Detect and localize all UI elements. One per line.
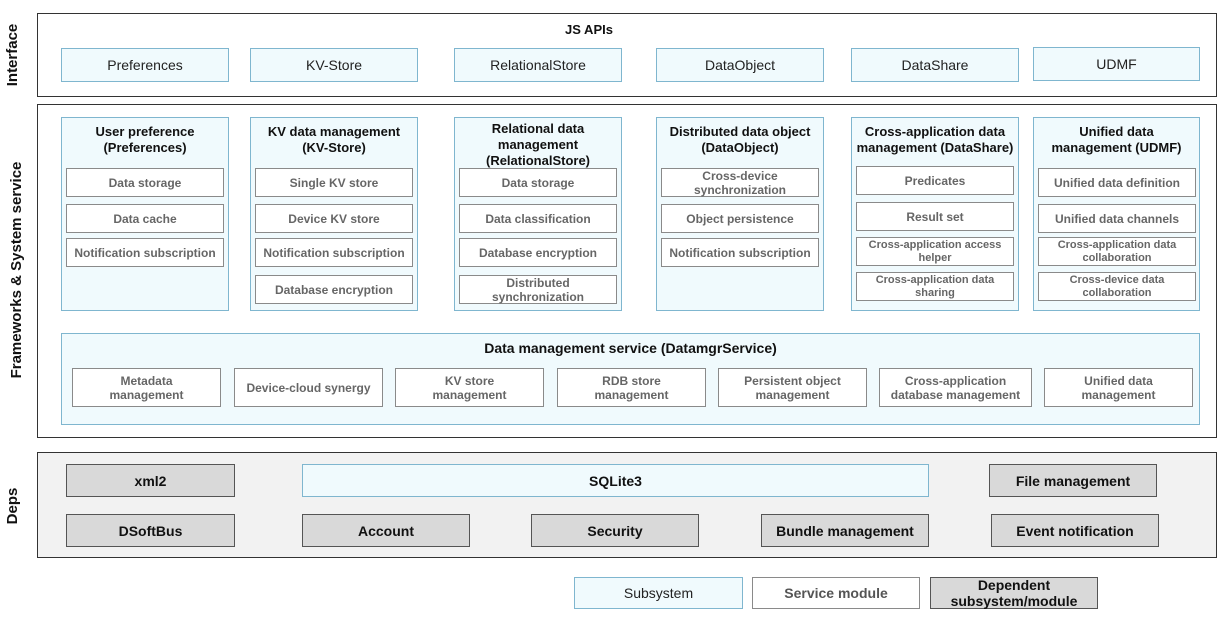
module-notification-subscription: Notification subscription bbox=[661, 238, 819, 267]
service-module-device-cloud-synergy: Device-cloud synergy bbox=[234, 368, 383, 407]
service-title: Data management service (DatamgrService) bbox=[484, 340, 777, 356]
subsystem-title: User preference (Preferences) bbox=[95, 124, 195, 155]
module-cross-application-access-helper: Cross-application access helper bbox=[856, 237, 1014, 266]
module-data-storage: Data storage bbox=[66, 168, 224, 197]
js-apis-title: JS APIs bbox=[565, 22, 613, 37]
legend-dependent-subsystem: Dependent subsystem/module bbox=[930, 577, 1098, 609]
subsystem-title: Relational data management (RelationalSt… bbox=[485, 121, 590, 168]
service-module-unified-data-management: Unified data management bbox=[1044, 368, 1193, 407]
layer-label-deps: Deps bbox=[3, 487, 21, 525]
module-unified-data-definition: Unified data definition bbox=[1038, 168, 1196, 197]
module-result-set: Result set bbox=[856, 202, 1014, 231]
module-cross-application-data-sharing: Cross-application data sharing bbox=[856, 272, 1014, 301]
api-kv-store: KV-Store bbox=[250, 48, 418, 82]
service-module-kv-store-management: KV store management bbox=[395, 368, 544, 407]
layer-label-interface: Interface bbox=[3, 23, 21, 87]
subsystem-title: Distributed data object (DataObject) bbox=[669, 124, 811, 155]
module-single-kv-store: Single KV store bbox=[255, 168, 413, 197]
module-database-encryption: Database encryption bbox=[255, 275, 413, 304]
dep-sqlite3: SQLite3 bbox=[302, 464, 929, 497]
module-predicates: Predicates bbox=[856, 166, 1014, 195]
layer-label-frameworks: Frameworks & System service bbox=[7, 161, 25, 379]
module-cross-device-synchronization: Cross-device synchronization bbox=[661, 168, 819, 197]
legend-service-module: Service module bbox=[752, 577, 920, 609]
module-notification-subscription: Notification subscription bbox=[255, 238, 413, 267]
dep-file-management: File management bbox=[989, 464, 1157, 497]
api-udmf: UDMF bbox=[1033, 47, 1200, 81]
module-data-cache: Data cache bbox=[66, 204, 224, 233]
service-module-rdb-store-management: RDB store management bbox=[557, 368, 706, 407]
dep-bundle-management: Bundle management bbox=[761, 514, 929, 547]
dep-account: Account bbox=[302, 514, 470, 547]
subsystem-title: KV data management (KV-Store) bbox=[267, 124, 401, 155]
module-cross-device-data-collaboration: Cross-device data collaboration bbox=[1038, 272, 1196, 301]
module-database-encryption: Database encryption bbox=[459, 238, 617, 267]
module-distributed-synchronization: Distributed synchronization bbox=[459, 275, 617, 304]
interface-layer bbox=[37, 13, 1217, 97]
api-relationalstore: RelationalStore bbox=[454, 48, 622, 82]
module-notification-subscription: Notification subscription bbox=[66, 238, 224, 267]
subsystem-title: Unified data management (UDMF) bbox=[1051, 124, 1182, 155]
module-data-classification: Data classification bbox=[459, 204, 617, 233]
dep-xml2: xml2 bbox=[66, 464, 235, 497]
service-module-cross-application-database-management: Cross-application database management bbox=[879, 368, 1032, 407]
service-module-metadata-management: Metadata management bbox=[72, 368, 221, 407]
api-datashare: DataShare bbox=[851, 48, 1019, 82]
dep-event-notification: Event notification bbox=[991, 514, 1159, 547]
module-cross-application-data-collaboration: Cross-application data collaboration bbox=[1038, 237, 1196, 266]
module-object-persistence: Object persistence bbox=[661, 204, 819, 233]
module-unified-data-channels: Unified data channels bbox=[1038, 204, 1196, 233]
api-preferences: Preferences bbox=[61, 48, 229, 82]
legend-subsystem: Subsystem bbox=[574, 577, 743, 609]
subsystem-title: Cross-application data management (DataS… bbox=[856, 124, 1014, 155]
dep-security: Security bbox=[531, 514, 699, 547]
module-data-storage: Data storage bbox=[459, 168, 617, 197]
module-device-kv-store: Device KV store bbox=[255, 204, 413, 233]
frameworks-layer bbox=[37, 104, 1217, 438]
service-module-persistent-object-management: Persistent object management bbox=[718, 368, 867, 407]
api-dataobject: DataObject bbox=[656, 48, 824, 82]
dep-dsoftbus: DSoftBus bbox=[66, 514, 235, 547]
